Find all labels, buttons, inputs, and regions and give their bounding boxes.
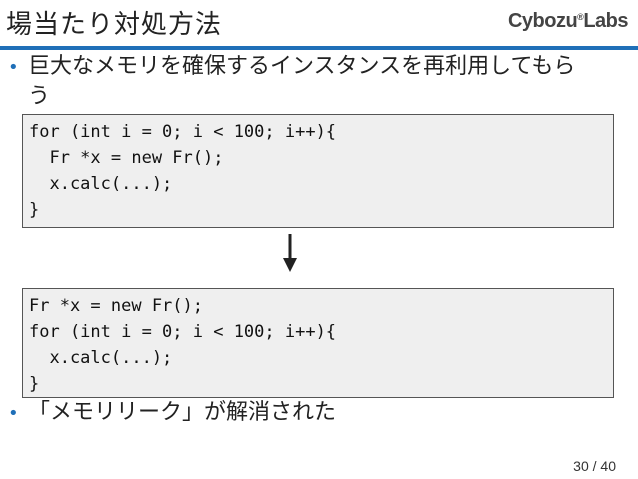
- logo-tail: Labs: [583, 10, 628, 32]
- page-number: 30 / 40: [573, 458, 616, 474]
- bullet-leak-resolved: • 「メモリリーク」が解消された: [8, 398, 336, 429]
- code-line: x.calc(...);: [29, 174, 173, 194]
- bullet-text: 「メモリリーク」が解消された: [28, 400, 337, 425]
- code-line: x.calc(...);: [29, 348, 173, 368]
- bullet-dot-icon: •: [8, 57, 19, 78]
- title-bar: 場当たり対処方法 Cybozu®Labs: [0, 0, 638, 46]
- logo-main: Cybozu: [507, 10, 578, 32]
- code-line: for (int i = 0; i < 100; i++){: [29, 122, 337, 142]
- code-line: }: [29, 200, 40, 220]
- slide-title: 場当たり対処方法: [6, 10, 223, 40]
- title-divider: [0, 46, 638, 50]
- code-line: for (int i = 0; i < 100; i++){: [29, 322, 337, 342]
- logo-registered-mark: ®: [577, 12, 584, 22]
- cybozu-labs-logo: Cybozu®Labs: [507, 10, 629, 33]
- code-line: }: [29, 374, 40, 394]
- code-before: for (int i = 0; i < 100; i++){ Fr *x = n…: [22, 114, 614, 228]
- bullet-dot-icon: •: [8, 403, 19, 424]
- code-after: Fr *x = new Fr(); for (int i = 0; i < 10…: [22, 288, 614, 398]
- code-line: Fr *x = new Fr();: [29, 296, 203, 316]
- bullet-reuse-instance: • 巨大なメモリを確保するインスタンスを再利用してもらう: [8, 52, 608, 112]
- code-line: Fr *x = new Fr();: [29, 148, 224, 168]
- bullet-text: 巨大なメモリを確保するインスタンスを再利用してもらう: [28, 54, 576, 109]
- down-arrow-icon: [283, 234, 297, 272]
